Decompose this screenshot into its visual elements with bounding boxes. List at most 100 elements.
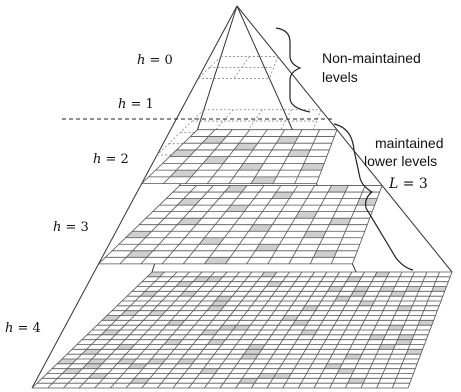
shaded-cell — [215, 296, 233, 301]
grid-line — [197, 56, 222, 79]
shaded-cell — [250, 176, 277, 184]
shaded-cell — [169, 170, 198, 177]
shaded-cell — [193, 276, 211, 282]
annotation-maintained: maintained lower levels — [364, 135, 447, 169]
grid-line — [330, 185, 366, 265]
shaded-cell — [347, 378, 366, 384]
shaded-cell — [301, 305, 319, 311]
grid-line — [391, 271, 440, 389]
shaded-cell — [287, 149, 311, 157]
shaded-cell — [303, 231, 327, 238]
brace-non-maintained — [275, 27, 311, 113]
shaded-cell — [62, 368, 83, 374]
shaded-cell — [378, 344, 396, 350]
shaded-cell — [177, 359, 196, 364]
shaded-cell — [224, 185, 248, 193]
shaded-cell — [255, 244, 280, 251]
shaded-cell — [396, 305, 413, 311]
shaded-cell — [390, 291, 406, 297]
shaded-cell — [205, 276, 223, 282]
shaded-cell — [163, 339, 183, 345]
shaded-cell — [169, 149, 196, 157]
shaded-cell — [417, 320, 434, 326]
shaded-cell — [395, 339, 412, 345]
shaded-cell — [225, 205, 250, 212]
shaded-cell — [368, 334, 386, 340]
shaded-cell — [406, 349, 423, 355]
grid-line — [250, 129, 286, 184]
shaded-cell — [202, 156, 229, 164]
shaded-cell — [232, 325, 251, 330]
shaded-cell — [82, 363, 103, 369]
shaded-cell — [329, 218, 352, 225]
pyramid-edge-br — [236, 5, 453, 273]
shaded-cell — [300, 330, 318, 335]
shaded-cell — [199, 368, 219, 374]
shaded-cell — [295, 211, 318, 219]
shaded-cell — [148, 310, 167, 316]
shaded-cell — [102, 315, 121, 321]
shaded-cell — [140, 291, 159, 297]
shaded-cell — [431, 286, 447, 292]
shaded-cell — [87, 359, 107, 364]
shaded-cell — [397, 334, 414, 340]
level-label-h1: h = 1 — [118, 97, 154, 112]
shaded-cell — [358, 301, 375, 306]
shaded-cell — [387, 325, 404, 330]
shaded-cell — [327, 286, 344, 292]
shaded-cell — [125, 231, 152, 238]
shaded-cell — [130, 378, 150, 384]
grid-line — [407, 271, 453, 389]
shaded-cell — [281, 315, 299, 321]
grid-line — [360, 271, 415, 389]
shaded-cell — [218, 325, 237, 330]
pyramid-edge-fl — [31, 5, 238, 389]
shaded-cell — [88, 373, 109, 379]
shaded-cell — [324, 363, 343, 369]
shaded-cell — [334, 296, 351, 301]
shaded-cell — [243, 349, 262, 355]
annotation-L-value: L = 3 — [388, 176, 428, 192]
shaded-cell — [81, 349, 102, 355]
shaded-cell — [356, 198, 378, 206]
level-label-h0: h = 0 — [137, 53, 173, 68]
level-label-h2: h = 2 — [93, 152, 129, 167]
shaded-cell — [166, 320, 185, 326]
shaded-cell — [344, 354, 362, 359]
shaded-cell — [260, 272, 277, 277]
shaded-cell — [175, 281, 194, 287]
level-grid-h0 — [197, 56, 279, 79]
shaded-cell — [238, 163, 264, 171]
shaded-cell — [204, 257, 231, 264]
shaded-cell — [57, 359, 77, 364]
shaded-cell — [200, 330, 219, 335]
shaded-cell — [207, 339, 226, 345]
shaded-cell — [405, 286, 421, 292]
shaded-cell — [202, 136, 227, 144]
shaded-cell — [374, 272, 390, 277]
brace-maintained — [333, 123, 414, 271]
level-grids — [31, 56, 453, 389]
shaded-cell — [379, 286, 395, 292]
shaded-cell — [271, 192, 294, 199]
shaded-cell — [248, 224, 273, 232]
shaded-cell — [120, 310, 140, 316]
shaded-cell — [313, 250, 337, 258]
shaded-cell — [265, 281, 283, 287]
shaded-cell — [353, 286, 370, 292]
shaded-cell — [346, 276, 362, 282]
shaded-cell — [177, 218, 202, 225]
shaded-cell — [273, 373, 292, 379]
shaded-cell — [240, 354, 259, 359]
shaded-cell — [101, 330, 121, 335]
shaded-cell — [300, 163, 325, 171]
grid-line — [316, 129, 338, 184]
shaded-cell — [276, 136, 299, 144]
annotation-non-maintained: Non-maintained levels — [322, 50, 425, 85]
shaded-cell — [206, 305, 225, 311]
shaded-cell — [327, 185, 349, 193]
shaded-cell — [126, 250, 153, 258]
grid-line — [230, 109, 263, 156]
shaded-cell — [117, 359, 137, 364]
